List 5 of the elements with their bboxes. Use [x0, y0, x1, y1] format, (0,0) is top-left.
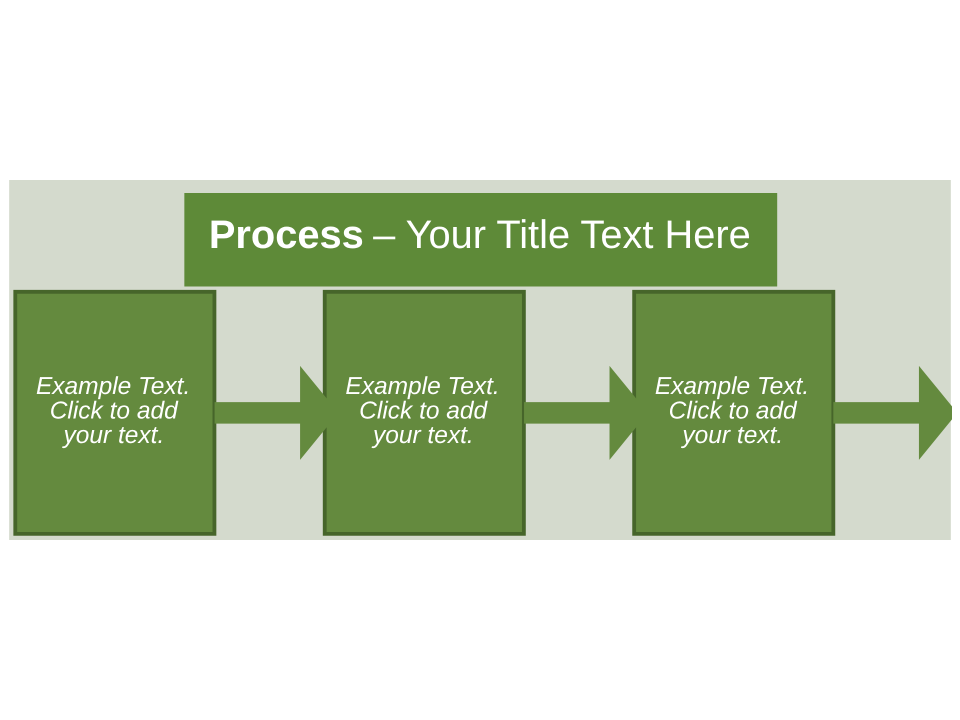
node-box: Example Text. Click to add your text.	[322, 290, 526, 536]
arrow	[833, 366, 952, 460]
diagram-title: Process – Your Title Text Here	[208, 212, 751, 257]
node-box: Example Text. Click to add your text.	[632, 290, 836, 536]
node-box: Example Text. Click to add your text.	[13, 290, 216, 536]
